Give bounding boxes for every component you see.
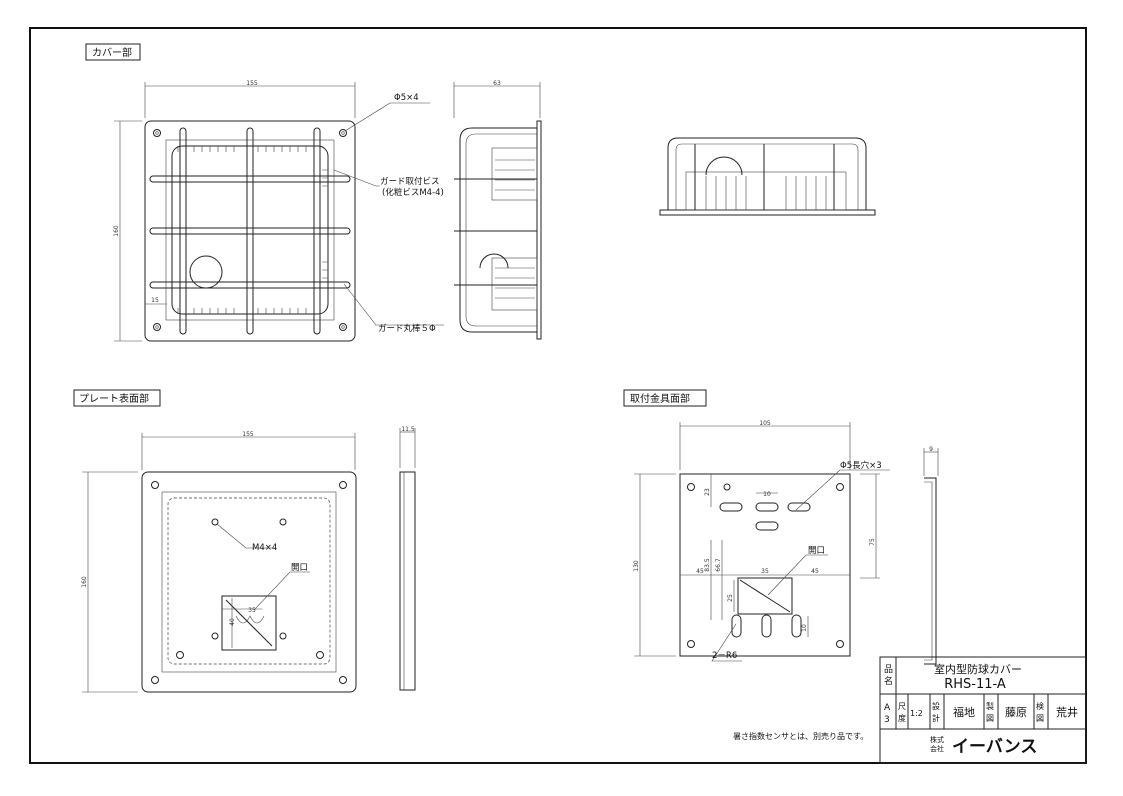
section-cover-label: カバー部 (85, 43, 141, 61)
bracket-small-dim: 10 (801, 624, 808, 632)
tb-product-name: 室内型防球カバー (934, 662, 1022, 676)
tb-size-2: 3 (884, 715, 890, 725)
bracket-width-dim: 105 (759, 420, 771, 427)
bracket-inner-dim: 25 (727, 594, 734, 602)
plate-thickness-dim: 11.5 (401, 426, 415, 433)
cover-depth-dim: 63 (493, 80, 501, 87)
bracket-opening-note: 開口 (808, 546, 825, 556)
tb-name-label-2: 名 (884, 675, 893, 687)
bracket-right-dim: 45 (811, 568, 819, 575)
bracket-v1-dim: 83.5 (704, 558, 711, 572)
sheet-frame (29, 27, 1087, 764)
cover-height-dim: 160 (113, 225, 120, 237)
bracket-left-dim: 45 (696, 568, 704, 575)
section-cover-text: カバー部 (92, 46, 132, 59)
cover-guard-bar-note: ガード丸棒５Φ (378, 323, 436, 334)
section-plate-text: プレート表面部 (79, 392, 149, 405)
bracket-slots-note: Φ5長穴×3 (840, 460, 882, 471)
tb-company: イーバンス (952, 737, 1037, 757)
plate-width-dim: 155 (242, 431, 254, 438)
cover-top-view (659, 137, 876, 216)
bracket-radius-note: 2－R6 (712, 651, 737, 661)
cover-guard-screw-spec: (化粧ビスM4-4) (382, 187, 444, 198)
cover-guard-screw-note: ガード取付ビス (380, 176, 440, 187)
section-bracket-text: 取付金具面部 (630, 392, 690, 405)
tb-model: RHS-11-A (944, 677, 1006, 692)
bracket-side-dim: 9 (929, 446, 933, 453)
tb-design-label-1: 設 (932, 701, 940, 711)
cover-screw-holes-note: Φ5×4 (394, 93, 419, 103)
bracket-center-dim: 35 (761, 568, 769, 575)
plate-m4-note: M4×4 (252, 543, 277, 553)
bracket-top-offset-dim: 23 (704, 488, 711, 496)
tb-designer: 福地 (953, 705, 975, 719)
cover-front-view: 155 160 15 Φ5×4 ガード取付ビス (113, 80, 444, 342)
tb-size-1: A (884, 703, 891, 713)
tb-check-label-2: 図 (1036, 714, 1044, 723)
tb-design-label-2: 計 (932, 713, 940, 723)
tb-name-label-1: 品 (884, 664, 893, 675)
bracket-hole-span-dim: 75 (869, 538, 876, 546)
tb-check-label-1: 検 (1036, 701, 1044, 711)
tb-checker: 荒井 (1056, 705, 1078, 719)
cover-side-view: 63 (453, 80, 542, 340)
tb-draw-label-1: 製 (986, 701, 994, 711)
section-bracket-label: 取付金具面部 (623, 389, 707, 407)
tb-draw-label-2: 図 (986, 714, 994, 723)
cover-width-dim: 155 (246, 80, 258, 87)
tb-scale-label-2: 度 (898, 713, 906, 723)
bracket-front-view: 105 130 45 35 45 23 10 83.5 66.7 (633, 420, 890, 662)
plate-side-view: 11.5 (399, 426, 416, 691)
cover-inset-dim: 15 (151, 297, 159, 304)
plate-opening-note: 開口 (291, 563, 308, 573)
tb-company-prefix-2: 会社 (930, 744, 944, 753)
footer-note: 暑さ指数センサとは、別売り品です。 (733, 731, 868, 741)
plate-window-h-dim: 40 (229, 618, 236, 626)
tb-drafter: 藤原 (1005, 706, 1027, 719)
plate-height-dim: 160 (81, 576, 88, 588)
tb-company-prefix-1: 株式 (930, 735, 944, 744)
bracket-side-view: 9 (923, 446, 939, 665)
plate-window-w-dim: 35 (248, 607, 256, 614)
bracket-slot-pitch-dim: 10 (763, 491, 771, 498)
bracket-height-dim: 130 (633, 560, 640, 572)
plate-front-view: 155 160 35 40 M4×4 開口 (81, 431, 357, 693)
tb-scale-label-1: 尺 (898, 702, 906, 711)
bracket-v2-dim: 66.7 (715, 558, 722, 572)
tb-scale: 1:2 (910, 709, 923, 718)
section-plate-label: プレート表面部 (73, 389, 161, 407)
title-block: 品 名 室内型防球カバー RHS-11-A A 3 尺 度 1:2 設 計 福地… (879, 656, 1087, 764)
